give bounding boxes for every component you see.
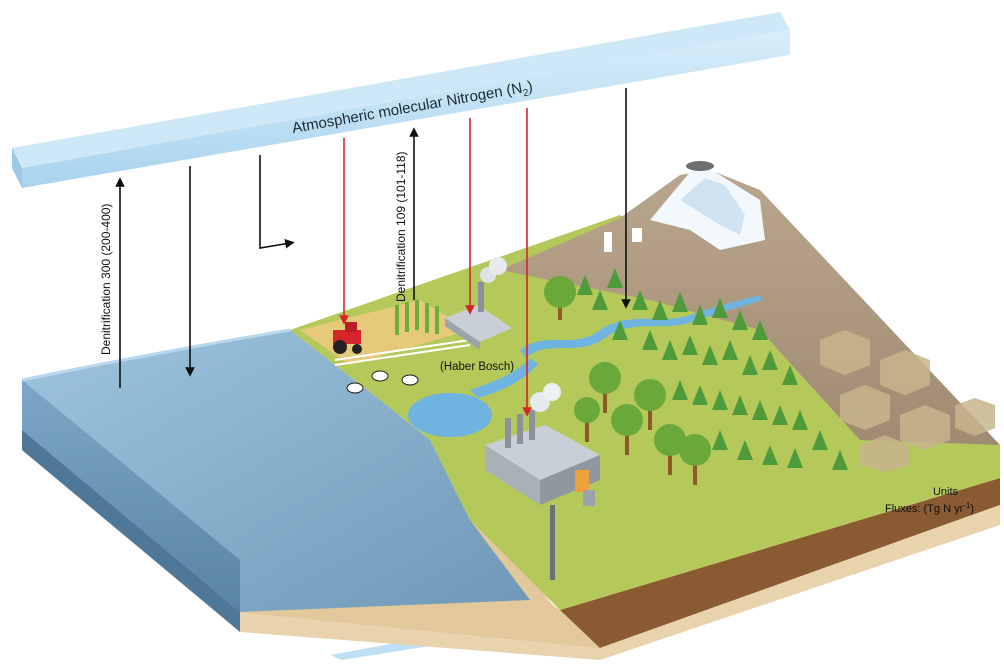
tractor bbox=[333, 322, 362, 354]
flux-arrows bbox=[115, 88, 631, 417]
denitrification-ocean-label: Denitrification 300 (200-400) bbox=[99, 204, 113, 355]
atmosphere-bar bbox=[12, 12, 790, 188]
units-heading: Units bbox=[933, 486, 959, 498]
units-fluxes: Fluxes: (Tg N yr-1) bbox=[885, 501, 974, 515]
denitrification-land-label: Denitrification 109 (101-118) bbox=[394, 151, 408, 302]
deciduous-trees bbox=[544, 276, 711, 485]
river-and-lake bbox=[408, 295, 762, 437]
cows bbox=[346, 370, 419, 394]
bent-arrow bbox=[259, 155, 295, 249]
power-station bbox=[485, 383, 600, 580]
conifer-forest bbox=[577, 268, 848, 470]
grassland-hexagons bbox=[820, 330, 995, 472]
ocean bbox=[21, 328, 530, 632]
fence bbox=[334, 339, 471, 366]
haber-bosch-plant bbox=[445, 257, 512, 350]
haber-bosch-label: (Haber Bosch) bbox=[440, 361, 514, 373]
mountain bbox=[500, 161, 1000, 445]
